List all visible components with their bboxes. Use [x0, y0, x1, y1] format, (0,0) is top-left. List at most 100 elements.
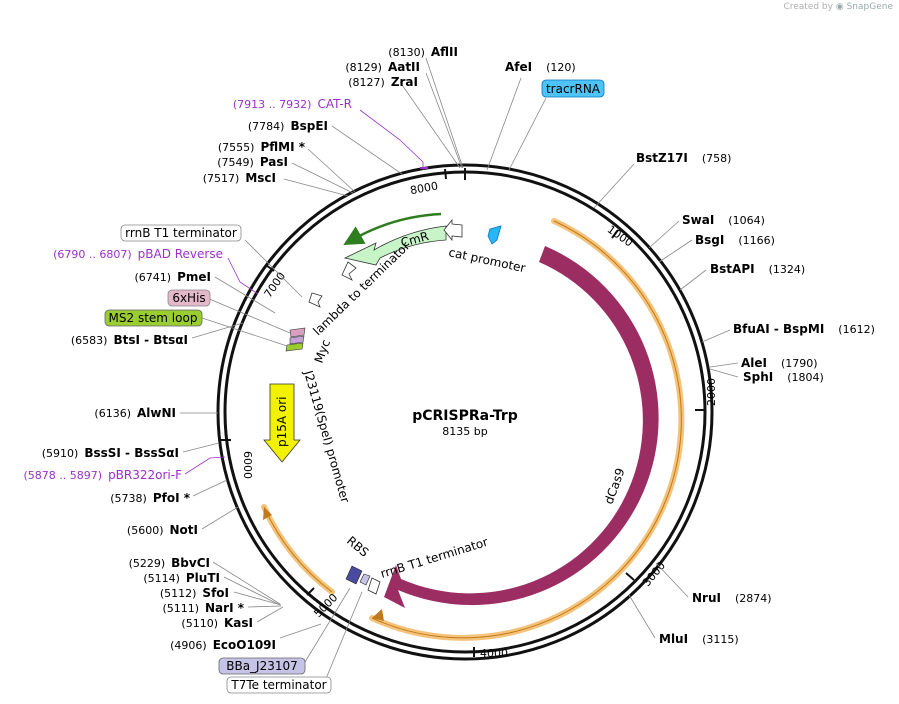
site-pfoi-name: PfoI *: [153, 491, 191, 505]
orf-arc-p15a-line: [263, 506, 333, 593]
plasmid-length: 8135 bp: [442, 425, 487, 438]
site-swai: SwaI(1064): [682, 213, 765, 227]
primer-pbr322ori-f: (5878 .. 5897)pBR322ori-F: [24, 468, 183, 482]
site-bstapi: BstAPI (1324): [710, 262, 805, 276]
site-noti: (5600) NotI: [127, 523, 198, 537]
site-bstz17i: BstZ17I(758): [636, 151, 731, 165]
site-bsssi: (5910)BssSI - BssSαI: [42, 446, 179, 460]
site-noti-pos: (5600): [127, 524, 164, 537]
site-alwni-pos: (6136): [94, 407, 131, 420]
site-afei: AfeI(120): [505, 60, 576, 74]
leader-pfoi: [192, 479, 228, 497]
cmr-orf-line: [343, 212, 442, 245]
tick-label-8000: 8000: [409, 179, 439, 197]
site-bsgi: BsgI (1166): [695, 233, 775, 247]
orf-arrow-dcas9: [372, 609, 384, 621]
site-bstz17i-name: BstZ17I: [636, 151, 688, 165]
myc-feature: [289, 335, 305, 345]
site-pasi-name: PasI: [260, 155, 288, 169]
site-afei-pos: (120): [546, 61, 576, 74]
leader-ms2: [201, 317, 288, 347]
tick-3000: [625, 572, 635, 581]
site-aatii: (8129)AatII: [345, 60, 420, 74]
orf-arrow-p15a: [263, 507, 272, 520]
leader-nari: [247, 605, 282, 608]
leader-pbr322ori-f: [184, 456, 226, 475]
leader-rrnb-top: [244, 239, 303, 298]
box-6xhis: [167, 289, 211, 307]
site-nari: (5111)NarI *: [162, 601, 244, 615]
site-pmei-pos: (6741): [135, 271, 172, 284]
site-aatii-pos: (8129): [345, 61, 382, 74]
leader-bstapi: [679, 269, 707, 291]
tick-label-4000: 4000: [480, 647, 508, 660]
site-bsgi-pos: (1166): [738, 234, 775, 247]
primer-cat-r-range: (7913 .. 7932): [233, 98, 312, 111]
orf-arc-dcas9-line: [371, 220, 682, 639]
site-kasi-name: KasI: [224, 616, 253, 630]
site-pluti-name: PluTI: [186, 571, 220, 585]
leader-bsgi: [658, 239, 693, 263]
leader-swai: [648, 220, 680, 249]
cat-promoter-feature: [443, 218, 463, 242]
site-sphi: SphI(1804): [743, 370, 824, 384]
site-kasi: (5110)KasI: [181, 616, 253, 630]
leader-aatii: [425, 72, 463, 169]
cat-promoter-label: cat promoter: [447, 245, 526, 275]
site-pfoi: (5738)PfoI *: [110, 491, 190, 505]
site-pflmi: (7555)PflMI *: [218, 140, 306, 154]
leader-nrui: [655, 562, 689, 598]
box-ms2-label: MS2 stem loop: [109, 311, 198, 325]
leader-zrai: [399, 81, 461, 169]
site-mlui-pos: (3115): [702, 633, 739, 646]
site-pasi: (7549)PasI: [217, 155, 288, 169]
site-ecoo109i-pos: (4906): [170, 639, 207, 652]
p15a-ori-feature: [263, 383, 301, 463]
site-noti-name: NotI: [170, 523, 199, 537]
primer-cat-r-name: CAT-R: [317, 97, 352, 111]
site-btsi-pos: (6583): [71, 334, 108, 347]
rrnb-terminator-feature-inner: [367, 577, 381, 595]
tick-label-2000: 2000: [705, 378, 718, 406]
site-ecoo109i-name: EcoO109I: [213, 638, 276, 652]
tick-5000: [306, 587, 315, 596]
site-sfoi-pos: (5112): [160, 587, 197, 600]
leader-ecoo109i: [279, 623, 322, 639]
primer-cat-r: (7913 .. 7932) CAT-R: [233, 97, 352, 111]
leader-afei: [486, 77, 522, 171]
site-pluti-pos: (5114): [143, 572, 180, 585]
site-bspei-name: BspEI: [290, 119, 328, 133]
site-alwni: (6136) AlwNI: [94, 406, 176, 420]
tracrrna-feature: [487, 225, 502, 245]
leader-bstz17i: [593, 163, 635, 209]
site-bstapi-name: BstAPI: [710, 262, 755, 276]
leader-sphi: [709, 368, 739, 378]
site-bbvci: (5229)BbvCI: [129, 556, 210, 570]
site-alwni-name: AlwNI: [137, 406, 176, 420]
site-alei-pos: (1790): [781, 357, 818, 370]
p15a-label: p15A ori: [275, 396, 289, 447]
site-sfoi-name: SfoI: [202, 586, 229, 600]
rrnb-terminator-feature-top: [308, 292, 323, 308]
bba-j23107-feature: [359, 573, 371, 586]
box-tracrrna-label: tracrRNA: [546, 82, 601, 96]
leader-pasi: [291, 162, 354, 194]
leader-pbad-reverse: [227, 257, 259, 295]
box-bba-j23107-label: BBa_J23107: [226, 659, 298, 673]
leader-pmei: [214, 276, 276, 314]
box-bba-j23107: [218, 657, 306, 675]
site-aflii-pos: (8130): [388, 46, 425, 59]
leader-bspei: [331, 125, 403, 175]
tick-label-3000: 3000: [640, 559, 668, 589]
site-msci: (7517)MscI: [203, 171, 276, 185]
site-bsgi-name: BsgI: [695, 233, 724, 247]
site-pmei: (6741)PmeI: [135, 270, 211, 284]
tick-1000: [611, 229, 619, 239]
site-sphi-pos: (1804): [787, 371, 824, 384]
site-bfuai-name: BfuAI - BspMI: [733, 322, 824, 336]
site-nari-pos: (5111): [162, 602, 199, 615]
plasmid-name: pCRISPRa-Trp: [412, 408, 518, 424]
site-aflii: (8130)AflII: [388, 45, 458, 59]
credit-brand: SnapGene: [846, 2, 893, 12]
site-bstapi-pos: (1324): [769, 263, 806, 276]
